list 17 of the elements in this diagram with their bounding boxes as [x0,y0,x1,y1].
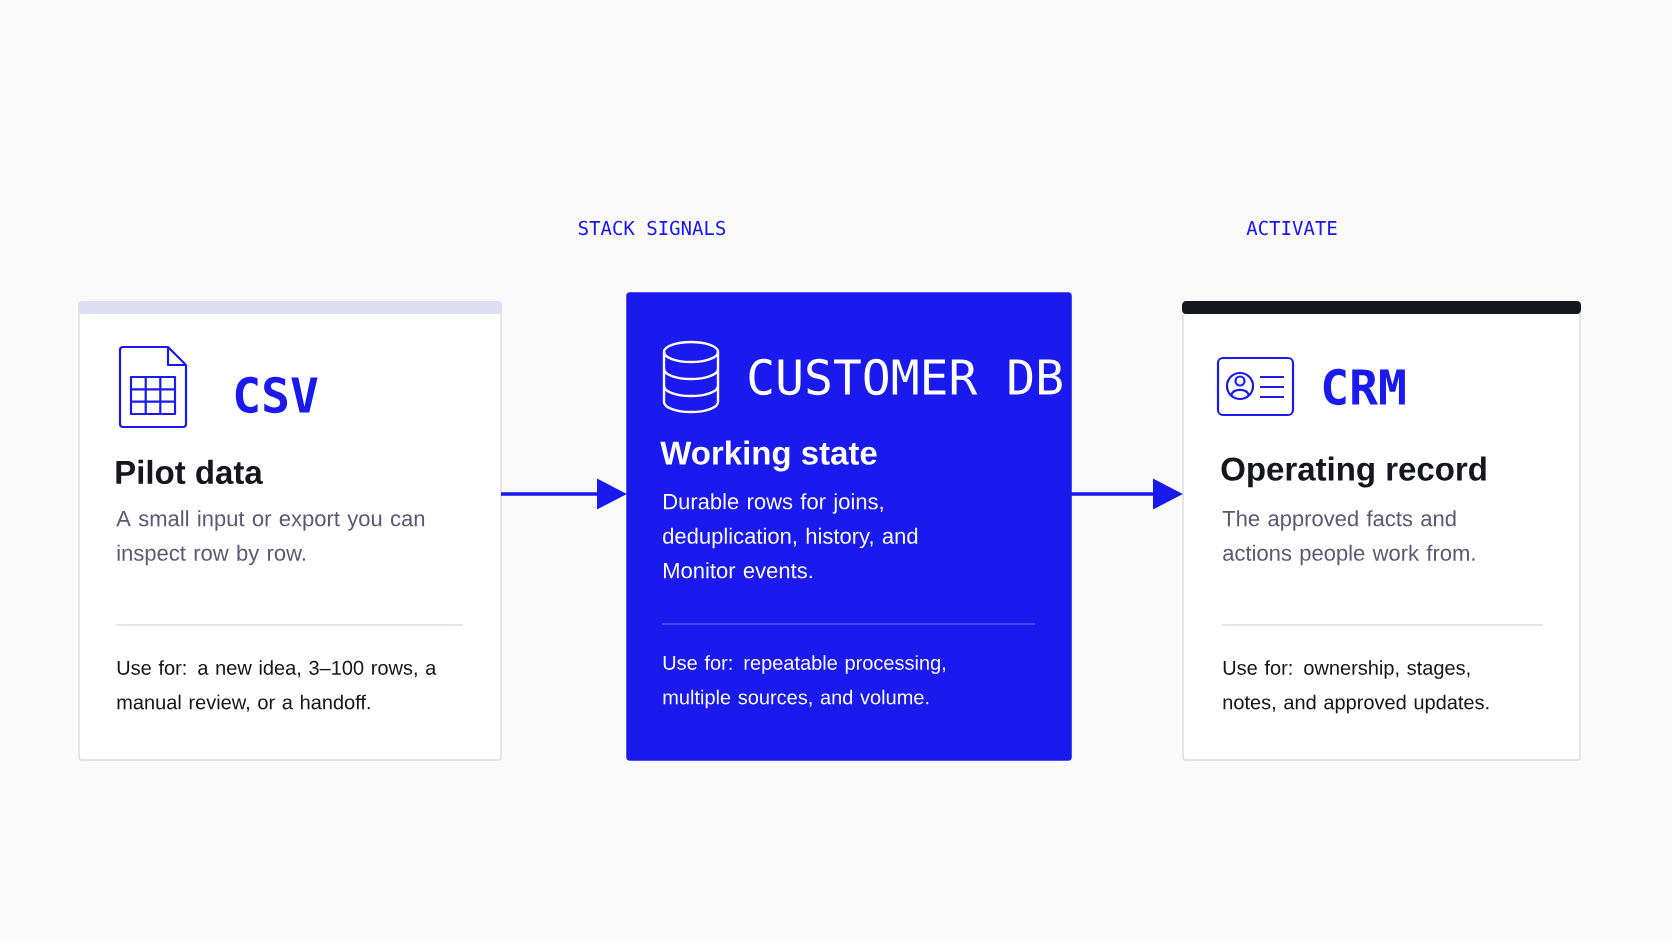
card [78,301,502,761]
card-title: CSV [235,376,318,414]
card-heading: Operating record [1221,456,1486,488]
usage-note: Use for: ownership, stages, notes, and approved updates. [1223,660,1489,714]
card-heading: Pilot data [116,459,263,485]
card-title: CUSTOMER DB [749,358,1062,396]
usage-note: Use for: repeatable processing, multiple sources, and volume. [663,655,945,709]
usage-note: Use for: a new idea, 3–100 rows, a manual review, or a handoff. [117,660,437,712]
step-label: STACK SIGNALS [578,220,726,236]
card-title: CRM [1323,368,1405,406]
card-description: A small input or export you can inspect row by row. [116,510,425,566]
step-label: ACTIVATE [1246,220,1337,236]
card-heading: Working state [660,440,877,472]
card-description: The approved facts and actions people work from. [1222,510,1475,566]
card [1182,301,1581,761]
card [626,292,1072,761]
card-description: Durable rows for joins, deduplication, history, and Monitor events. [663,493,918,579]
